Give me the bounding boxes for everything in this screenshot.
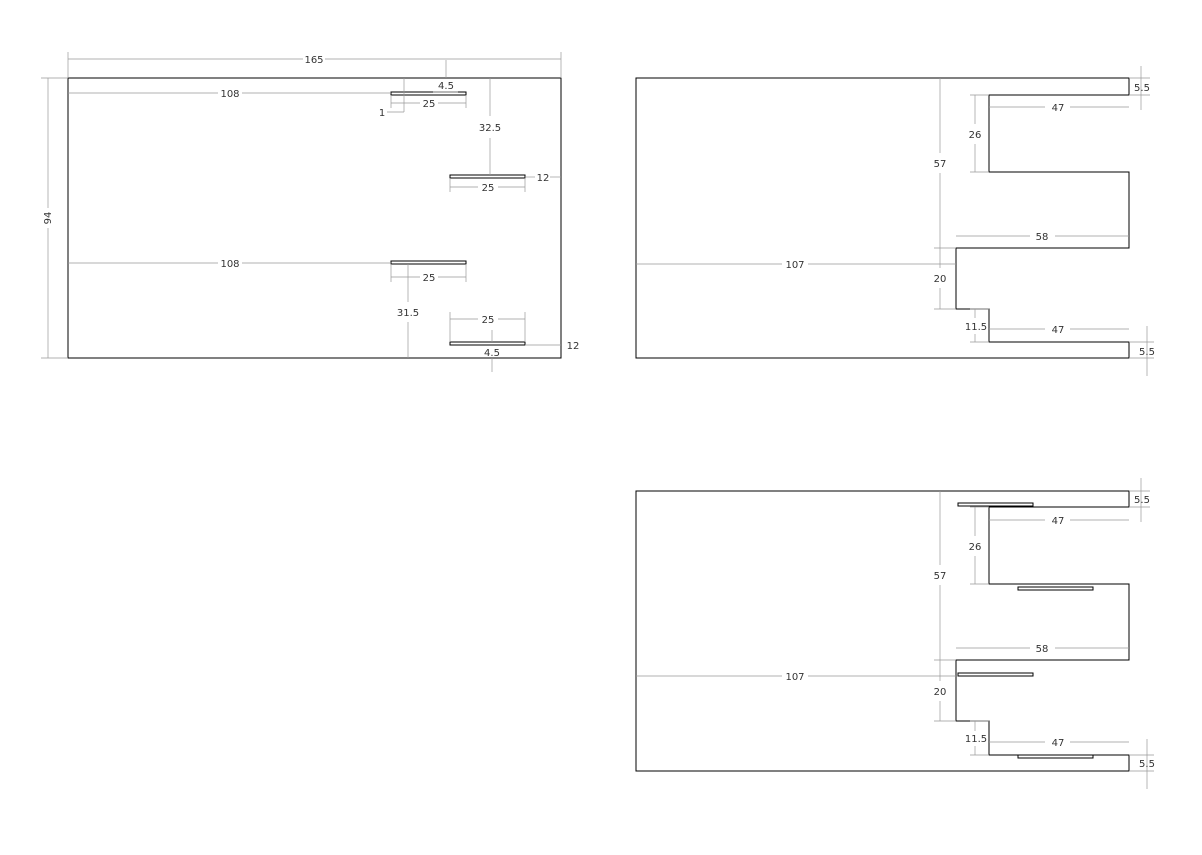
profile-slotted-view: 5.5 47 26 57 58 107 [635, 478, 1155, 789]
dim-text: 20 [934, 274, 947, 285]
dim-text: 94 [43, 212, 54, 225]
dim-text: 4.5 [438, 81, 454, 92]
dim-text: 47 [1052, 738, 1065, 749]
dim-upper-arm-length: 47 [989, 516, 1129, 527]
dim-text: 26 [969, 130, 982, 141]
profile-slot-2 [1017, 586, 1094, 591]
profile-view: 5.5 47 26 57 58 107 [635, 66, 1155, 376]
dim-text: 12 [537, 173, 550, 184]
dim-bottom-slot-offset: 31.5 [397, 264, 419, 358]
dim-text: 108 [220, 259, 239, 270]
dim-lower-arm-length: 47 [989, 738, 1129, 749]
profile-slotted-outline [635, 490, 1130, 772]
dim-text: 58 [1036, 232, 1049, 243]
panel-slot-right [449, 174, 526, 179]
profile-outline [635, 77, 1130, 359]
dim-text: 31.5 [397, 308, 419, 319]
profile-slot-3 [957, 672, 1034, 677]
panel-slot-middle [390, 260, 467, 265]
dim-upper-arm-length: 47 [989, 103, 1129, 114]
dim-top-slot-offset: 108 [68, 89, 391, 100]
dim-middle-gap: 20 [934, 247, 956, 310]
dim-right-slot-length: 25 [449, 178, 526, 194]
dim-overall-height: 94 [41, 77, 68, 359]
dim-top-slot-step: 1 [379, 78, 405, 119]
dim-text: 57 [934, 159, 947, 170]
dim-text: 107 [785, 672, 804, 683]
dim-text: 57 [934, 571, 947, 582]
dim-text: 25 [423, 99, 436, 110]
dim-upper-gap: 26 [969, 506, 989, 585]
dim-text: 26 [969, 542, 982, 553]
dim-text: 25 [482, 315, 495, 326]
dim-text: 4.5 [484, 348, 500, 359]
dim-top-flange: 5.5 [1129, 66, 1150, 110]
dim-mid-slot-offset: 108 [68, 259, 391, 270]
dim-right-slot-offset: 32.5 [479, 78, 501, 175]
dim-text: 47 [1052, 325, 1065, 336]
dim-lower-arm-length: 47 [989, 325, 1129, 336]
dim-text: 11.5 [965, 322, 987, 333]
dim-overall-width: 165 [67, 52, 562, 78]
dim-bottom-slot-length: 25 [449, 312, 526, 342]
dim-height-upper: 57 [934, 491, 947, 660]
dim-text: 32.5 [479, 123, 501, 134]
dim-top-slot-length: 25 [390, 95, 467, 110]
profile-slot-4 [1017, 754, 1094, 759]
panel-view: 165 94 108 4.5 25 [41, 52, 579, 372]
dim-middle-arm-length: 58 [956, 644, 1129, 655]
dim-height-upper: 57 [934, 78, 947, 248]
dim-right-slot-margin: 12 [525, 173, 561, 184]
panel-slot-bottom [449, 341, 526, 346]
dim-text: 5.5 [1134, 83, 1150, 94]
dim-text: 107 [785, 260, 804, 271]
dim-text: 5.5 [1139, 347, 1155, 358]
dim-upper-gap: 26 [969, 94, 989, 173]
dim-middle-gap: 20 [934, 659, 956, 722]
dim-text: 25 [423, 273, 436, 284]
dim-text: 5.5 [1134, 495, 1150, 506]
dim-bottom-slot-depth: 4.5 [484, 330, 500, 372]
dim-bottom-flange: 5.5 [1129, 326, 1155, 376]
dim-lower-gap: 11.5 [965, 308, 989, 343]
dim-text: 108 [220, 89, 239, 100]
dim-text: 1 [379, 108, 385, 119]
dim-offset: 107 [636, 260, 956, 271]
dim-top-flange: 5.5 [1129, 478, 1150, 522]
dim-mid-slot-length: 25 [390, 264, 467, 284]
dim-top-slot-depth: 4.5 [433, 60, 458, 93]
dim-lower-gap: 11.5 [965, 720, 989, 756]
dim-text: 12 [567, 341, 580, 352]
dim-text: 58 [1036, 644, 1049, 655]
dim-text: 47 [1052, 516, 1065, 527]
panel-slot-top [390, 91, 467, 96]
dim-text: 20 [934, 687, 947, 698]
dim-text: 47 [1052, 103, 1065, 114]
dim-offset: 107 [636, 672, 956, 683]
dim-bottom-slot-margin: 12 [525, 341, 579, 352]
dim-middle-arm-length: 58 [956, 232, 1129, 243]
panel-outline [67, 77, 562, 359]
dim-text: 5.5 [1139, 759, 1155, 770]
dim-bottom-flange: 5.5 [1129, 739, 1155, 789]
dim-text: 165 [304, 55, 323, 66]
dim-text: 11.5 [965, 734, 987, 745]
profile-slot-1 [957, 502, 1034, 507]
dim-text: 25 [482, 183, 495, 194]
